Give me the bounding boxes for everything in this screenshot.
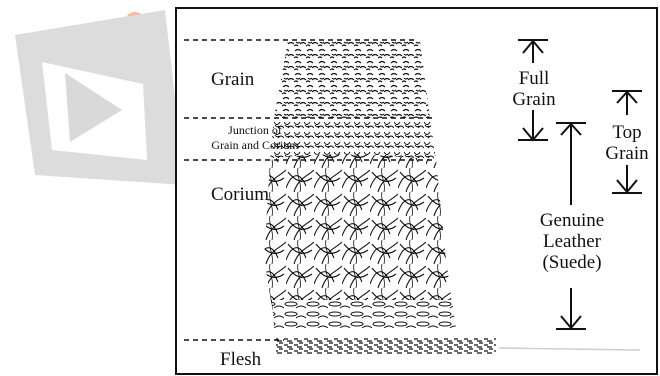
genuine-leather-label-line2: Leather [526, 231, 618, 252]
junction-label-line1: Junction of [186, 123, 324, 138]
leather-layers-diagram: Grain Junction of Grain and Corium Coriu… [174, 0, 660, 376]
genuine-leather-label-line1: Genuine [526, 210, 618, 231]
genuine-leather-label: Genuine Leather (Suede) [526, 210, 618, 273]
grain-label: Grain [211, 70, 254, 89]
top-grain-label: Top Grain [594, 122, 660, 164]
flesh-baseline-right [499, 348, 640, 350]
flesh-label: Flesh [220, 350, 261, 369]
full-grain-label-line2: Grain [499, 89, 569, 110]
junction-label-line2: Grain and Corium [186, 138, 324, 153]
flesh-tissue [276, 338, 496, 354]
full-grain-label: Full Grain [499, 68, 569, 110]
corium-tissue [264, 155, 446, 260]
corium-label: Corium [211, 185, 269, 204]
play-logo-watermark [0, 0, 175, 200]
top-grain-label-line2: Grain [594, 143, 660, 164]
full-grain-label-line1: Full [499, 68, 569, 89]
grain-tissue [274, 40, 430, 118]
play-logo-icon [0, 0, 175, 200]
junction-label: Junction of Grain and Corium [186, 123, 324, 153]
top-grain-label-line1: Top [594, 122, 660, 143]
genuine-leather-label-line3: (Suede) [526, 252, 618, 273]
lower-fiber-band [272, 300, 456, 328]
